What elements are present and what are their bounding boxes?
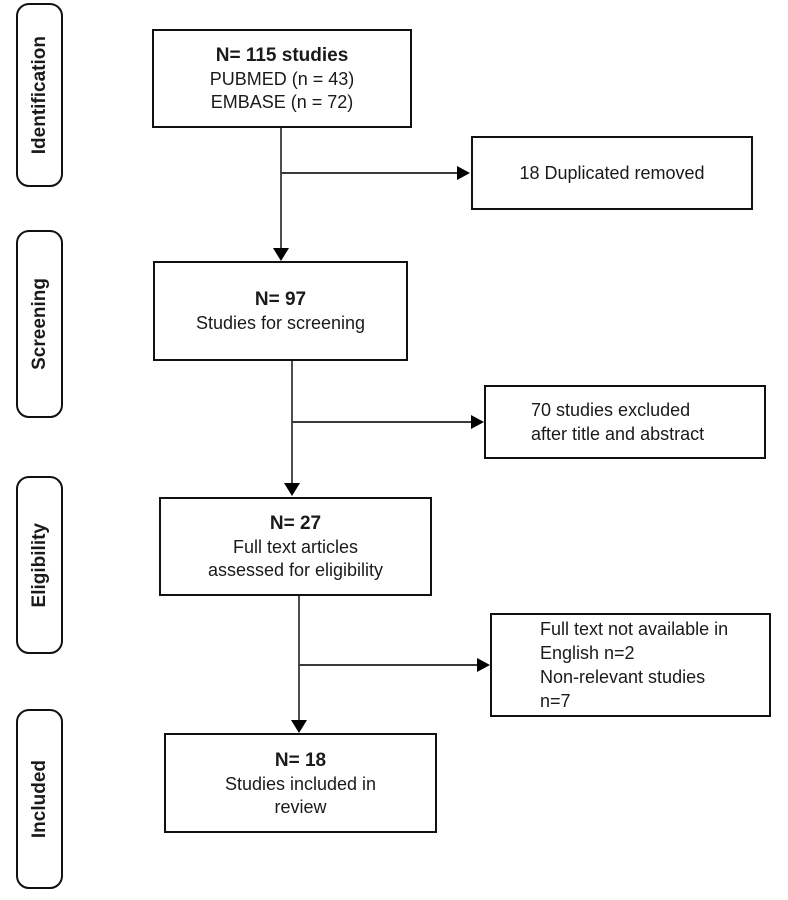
connector-v-screening-eligibility — [291, 361, 293, 483]
side-box-excluded-title-abstract-line: 70 studies excluded — [531, 400, 691, 420]
arrowhead-down-icon — [291, 720, 307, 733]
stage-label-included: Included — [16, 709, 63, 889]
box-screening: N= 97 Studies for screening — [153, 261, 408, 361]
box-eligibility-line: assessed for eligibility — [207, 560, 384, 580]
box-included-line: review — [274, 796, 327, 817]
side-box-excluded-title-abstract: 70 studies excluded after title and abst… — [484, 385, 766, 459]
stage-label-eligibility-text: Eligibility — [28, 522, 50, 608]
side-box-excluded-full-text: Full text not available in English n=2 N… — [490, 613, 771, 717]
arrowhead-right-icon — [477, 658, 490, 672]
stage-label-included-text: Included — [28, 759, 50, 839]
box-eligibility: N= 27 Full text articles assessed for el… — [159, 497, 432, 596]
arrowhead-right-icon — [471, 415, 484, 429]
side-box-duplicates-removed: 18 Duplicated removed — [471, 136, 753, 210]
arrowhead-right-icon — [457, 166, 470, 180]
connector-h-excluded-title-abstract — [292, 421, 471, 423]
stage-label-screening-text: Screening — [28, 278, 50, 370]
stage-label-screening: Screening — [16, 230, 63, 418]
connector-h-excluded-full-text — [299, 664, 477, 666]
stage-label-identification-text: Identification — [28, 35, 50, 155]
box-screening-line: Studies for screening — [195, 313, 366, 333]
side-box-excluded-full-text-line: English n=2 — [540, 643, 635, 663]
box-included-line: Studies included in — [224, 773, 377, 794]
box-eligibility-count: N= 27 — [269, 513, 322, 534]
box-records-identified-line: PUBMED (n = 43) — [209, 69, 355, 89]
stage-label-eligibility: Eligibility — [16, 476, 63, 654]
box-records-identified-count: N= 115 studies — [215, 45, 349, 66]
arrowhead-down-icon — [284, 483, 300, 496]
side-box-excluded-full-text-line: n=7 — [540, 691, 571, 711]
box-included-count: N= 18 — [274, 749, 327, 771]
connector-v-identification-screening — [280, 128, 282, 249]
box-records-identified-line: EMBASE (n = 72) — [210, 92, 354, 112]
side-box-duplicates-removed-line: 18 Duplicated removed — [519, 163, 705, 183]
stage-label-identification: Identification — [16, 3, 63, 187]
arrowhead-down-icon — [273, 248, 289, 261]
side-box-excluded-title-abstract-line: after title and abstract — [531, 424, 705, 444]
side-box-excluded-full-text-line: Non-relevant studies — [540, 667, 706, 687]
box-screening-count: N= 97 — [254, 289, 307, 310]
box-eligibility-line: Full text articles — [232, 537, 359, 557]
connector-h-duplicates — [281, 172, 458, 174]
connector-v-eligibility-included — [298, 596, 300, 720]
box-included: N= 18 Studies included in review — [164, 733, 437, 833]
box-records-identified: N= 115 studies PUBMED (n = 43) EMBASE (n… — [152, 29, 412, 128]
side-box-excluded-full-text-line: Full text not available in — [540, 619, 729, 639]
